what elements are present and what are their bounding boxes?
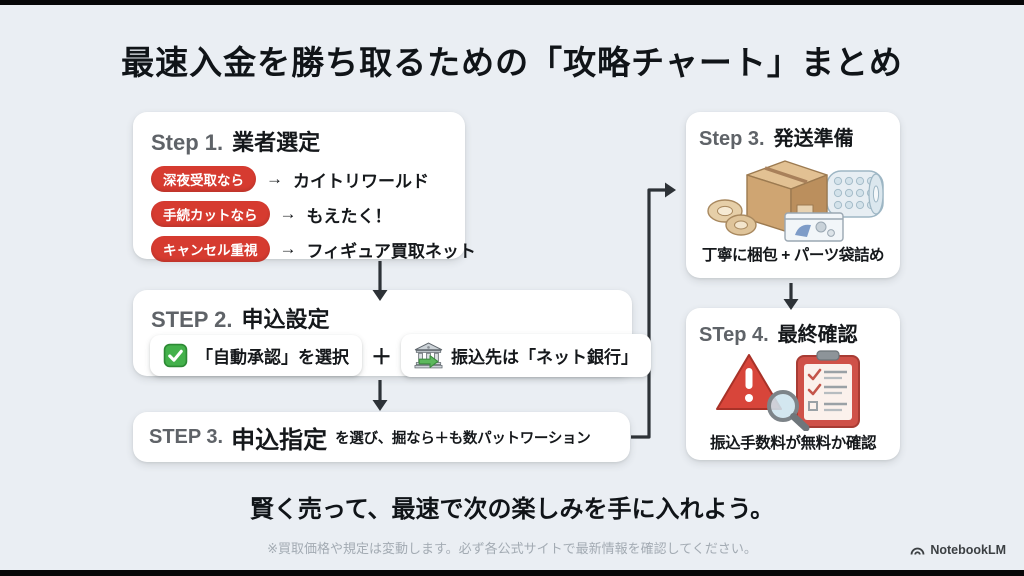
final-check-label: STep 4. xyxy=(699,324,769,346)
page-title: 最速入金を勝ち取るための「攻略チャート」まとめ xyxy=(121,44,903,81)
step1-row-late-night: 深夜受取なら → カイトリワールド xyxy=(151,166,447,192)
step1-row-cancel-priority: キャンセル重視 → フィギュア買取ネット xyxy=(151,236,476,262)
step3-left-card: STEP 3. 申込指定 を選び、掘なら＋も数パットワーション xyxy=(133,412,630,462)
badge-cancel-priority: キャンセル重視 xyxy=(151,236,270,262)
parts-bag-icon xyxy=(784,212,844,242)
step3-left-suffix: を選び、掘なら＋も数パットワーション xyxy=(335,430,591,447)
right-arrow-glyph: → xyxy=(279,239,297,258)
shipping-prep-card: Step 3. 発送準備 xyxy=(686,112,900,278)
final-check-caption: 振込手数料が無料か確認 xyxy=(709,435,877,452)
badge-procedure-cut: 手続カットなら xyxy=(151,201,270,227)
check-box-icon xyxy=(163,343,188,368)
final-check-header: STep 4. 最終確認 xyxy=(699,318,887,347)
final-check-title: 最終確認 xyxy=(777,324,858,346)
arrow-step3-to-shipping xyxy=(631,188,666,439)
notebooklm-brand: NotebookLM xyxy=(910,543,1006,557)
step3-left-label: STEP 3. xyxy=(149,425,224,448)
final-check-card: STep 4. 最終確認 xyxy=(686,308,900,460)
magnifier-icon xyxy=(767,390,810,431)
vendor-moetaku: もえたく！ xyxy=(306,206,392,226)
plus-glyph: ＋ xyxy=(371,345,392,369)
option-net-bank-label: 振込先は「ネット銀行」 xyxy=(451,348,638,367)
right-arrow-glyph: → xyxy=(266,169,283,188)
shipping-prep-label: Step 3. xyxy=(699,128,765,150)
shipping-prep-header: Step 3. 発送準備 xyxy=(699,122,887,151)
final-check-illustration xyxy=(716,350,860,431)
top-letterbox-bar xyxy=(0,0,1024,5)
notebooklm-logo-icon xyxy=(910,547,925,555)
bottom-letterbox-bar xyxy=(0,570,1024,576)
step1-label: Step 1. xyxy=(151,130,224,155)
step2-title: 申込設定 xyxy=(241,307,330,332)
shipping-prep-caption: 丁寧に梱包 + パーツ袋詰め xyxy=(701,247,885,264)
step3-left-title: 申込指定 xyxy=(231,426,328,454)
option-auto-approve-label: 「自動承認」を選択 xyxy=(196,348,349,367)
closing-tagline: 賢く売って、最速で次の楽しみを手に入れよう。 xyxy=(249,496,775,523)
vendor-kaitori-world: カイトリワールド xyxy=(293,171,429,191)
right-arrow-glyph: → xyxy=(279,204,297,223)
option-net-bank: 振込先は「ネット銀行」 xyxy=(401,334,651,377)
bank-transfer-icon xyxy=(414,342,443,369)
step1-header: Step 1. 業者選定 xyxy=(151,125,447,157)
tape-roll-icon xyxy=(707,199,757,236)
step2-label: STEP 2. xyxy=(151,307,233,332)
warning-triangle-icon xyxy=(716,354,782,410)
notebooklm-brand-label: NotebookLM xyxy=(930,543,1006,557)
option-auto-approve: 「自動承認」を選択 xyxy=(150,335,362,376)
step2-header: STEP 2. 申込設定 xyxy=(151,302,614,334)
step1-title: 業者選定 xyxy=(232,130,321,155)
shipping-prep-title: 発送準備 xyxy=(773,128,854,150)
step1-row-no-procedure: 手続カットなら → もえたく！ xyxy=(151,201,447,227)
vendor-figure-kaitori-net: フィギュア買取ネット xyxy=(306,241,476,261)
badge-late-night-pickup: 深夜受取なら xyxy=(151,166,256,192)
step2-options-row: 「自動承認」を選択 ＋ 振込先は「ネット銀行」 xyxy=(150,334,651,377)
clipboard-checklist-icon xyxy=(796,350,860,428)
packing-illustration xyxy=(707,160,884,242)
disclaimer-footnote: ※買取価格や規定は変動します。必ず各公式サイトで最新情報を確認してください。 xyxy=(267,541,757,556)
step1-card: Step 1. 業者選定 深夜受取なら → カイトリワールド 手続カットなら →… xyxy=(133,112,476,262)
